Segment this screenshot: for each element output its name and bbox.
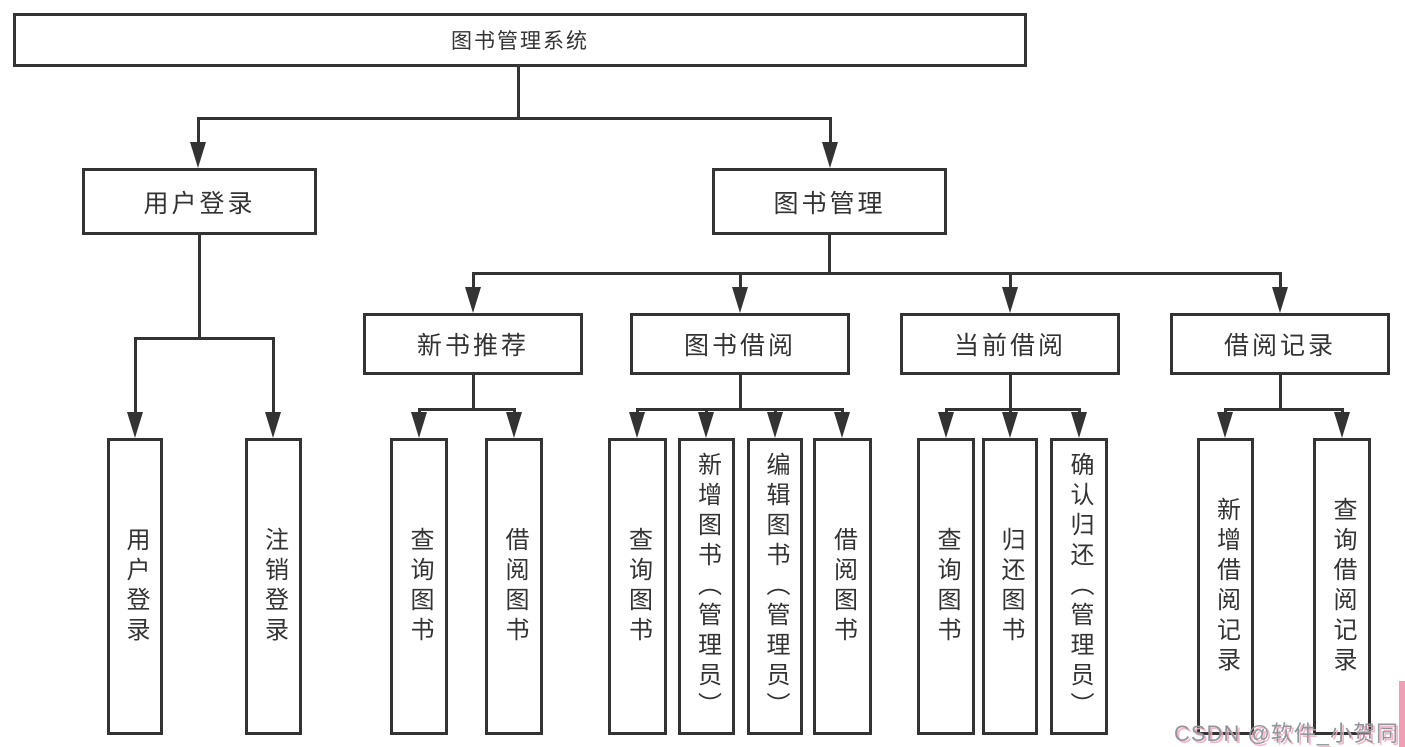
leaf-query-books-borrowing: 查询图书 (608, 438, 667, 735)
connector-line (472, 272, 1282, 275)
connector-line (1009, 375, 1012, 409)
leaf-confirm-return-admin: 确认归还（管理员） (1050, 438, 1108, 735)
csdn-watermark: CSDN @软件_小贺同学 (1174, 721, 1405, 746)
node-current-borrowing: 当前借阅 (900, 313, 1120, 375)
connector-arrow-down (767, 412, 783, 438)
connector-arrow-down (698, 412, 714, 438)
connector-line (197, 117, 832, 120)
connector-arrow-down (834, 412, 850, 438)
leaf-edit-books-admin: 编辑图书（管理员） (747, 438, 803, 735)
node-new-book-recommendation: 新书推荐 (363, 313, 583, 375)
connector-arrow-down (629, 412, 645, 438)
connector-line (272, 337, 275, 415)
connector-arrow-down (265, 412, 281, 438)
connector-arrow-down (1334, 412, 1350, 438)
leaf-borrow-books: 借阅图书 (813, 438, 872, 735)
connector-arrow-down (732, 287, 748, 313)
connector-line (472, 375, 475, 409)
leaf-borrow-books-recommend: 借阅图书 (485, 438, 543, 735)
connector-line (945, 408, 1081, 411)
connector-arrow-down (1071, 412, 1087, 438)
leaf-query-borrow-record: 查询借阅记录 (1313, 438, 1371, 735)
connector-line (197, 117, 200, 145)
connector-line (828, 235, 831, 274)
connector-arrow-down (127, 412, 143, 438)
connector-arrow-down (1272, 287, 1288, 313)
leaf-query-books-current: 查询图书 (917, 438, 975, 735)
leaf-add-books-admin: 新增图书（管理员） (678, 438, 735, 735)
connector-arrow-down (938, 412, 954, 438)
connector-arrow-down (506, 412, 522, 438)
connector-line (739, 272, 742, 290)
leaf-query-books-recommend: 查询图书 (390, 438, 448, 735)
connector-arrow-down (1217, 412, 1233, 438)
watermark-accent-strip (1399, 681, 1405, 747)
connector-arrow-down (1002, 287, 1018, 313)
leaf-return-books: 归还图书 (982, 438, 1038, 735)
connector-line (134, 337, 137, 415)
leaf-logout: 注销登录 (245, 438, 302, 735)
connector-line (472, 272, 475, 290)
connector-line (1224, 408, 1344, 411)
connector-arrow-down (411, 412, 427, 438)
connector-line (1279, 272, 1282, 290)
connector-arrow-down (1002, 412, 1018, 438)
leaf-user-login: 用户登录 (107, 438, 163, 735)
connector-line (1009, 272, 1012, 290)
node-root-library-management-system: 图书管理系统 (13, 13, 1027, 67)
connector-line (1279, 375, 1282, 409)
connector-line (418, 408, 516, 411)
connector-arrow-down (190, 142, 206, 168)
node-user-login: 用户登录 (82, 168, 317, 235)
connector-line (517, 67, 520, 118)
connector-line (739, 375, 742, 409)
node-book-borrowing: 图书借阅 (630, 313, 850, 375)
connector-arrow-down (465, 287, 481, 313)
connector-arrow-down (822, 142, 838, 168)
connector-line (198, 235, 201, 338)
connector-line (134, 337, 275, 340)
node-book-management: 图书管理 (712, 168, 947, 235)
connector-line (829, 117, 832, 145)
node-borrowing-records: 借阅记录 (1170, 313, 1390, 375)
leaf-add-borrow-record: 新增借阅记录 (1197, 438, 1254, 735)
connector-line (636, 408, 844, 411)
